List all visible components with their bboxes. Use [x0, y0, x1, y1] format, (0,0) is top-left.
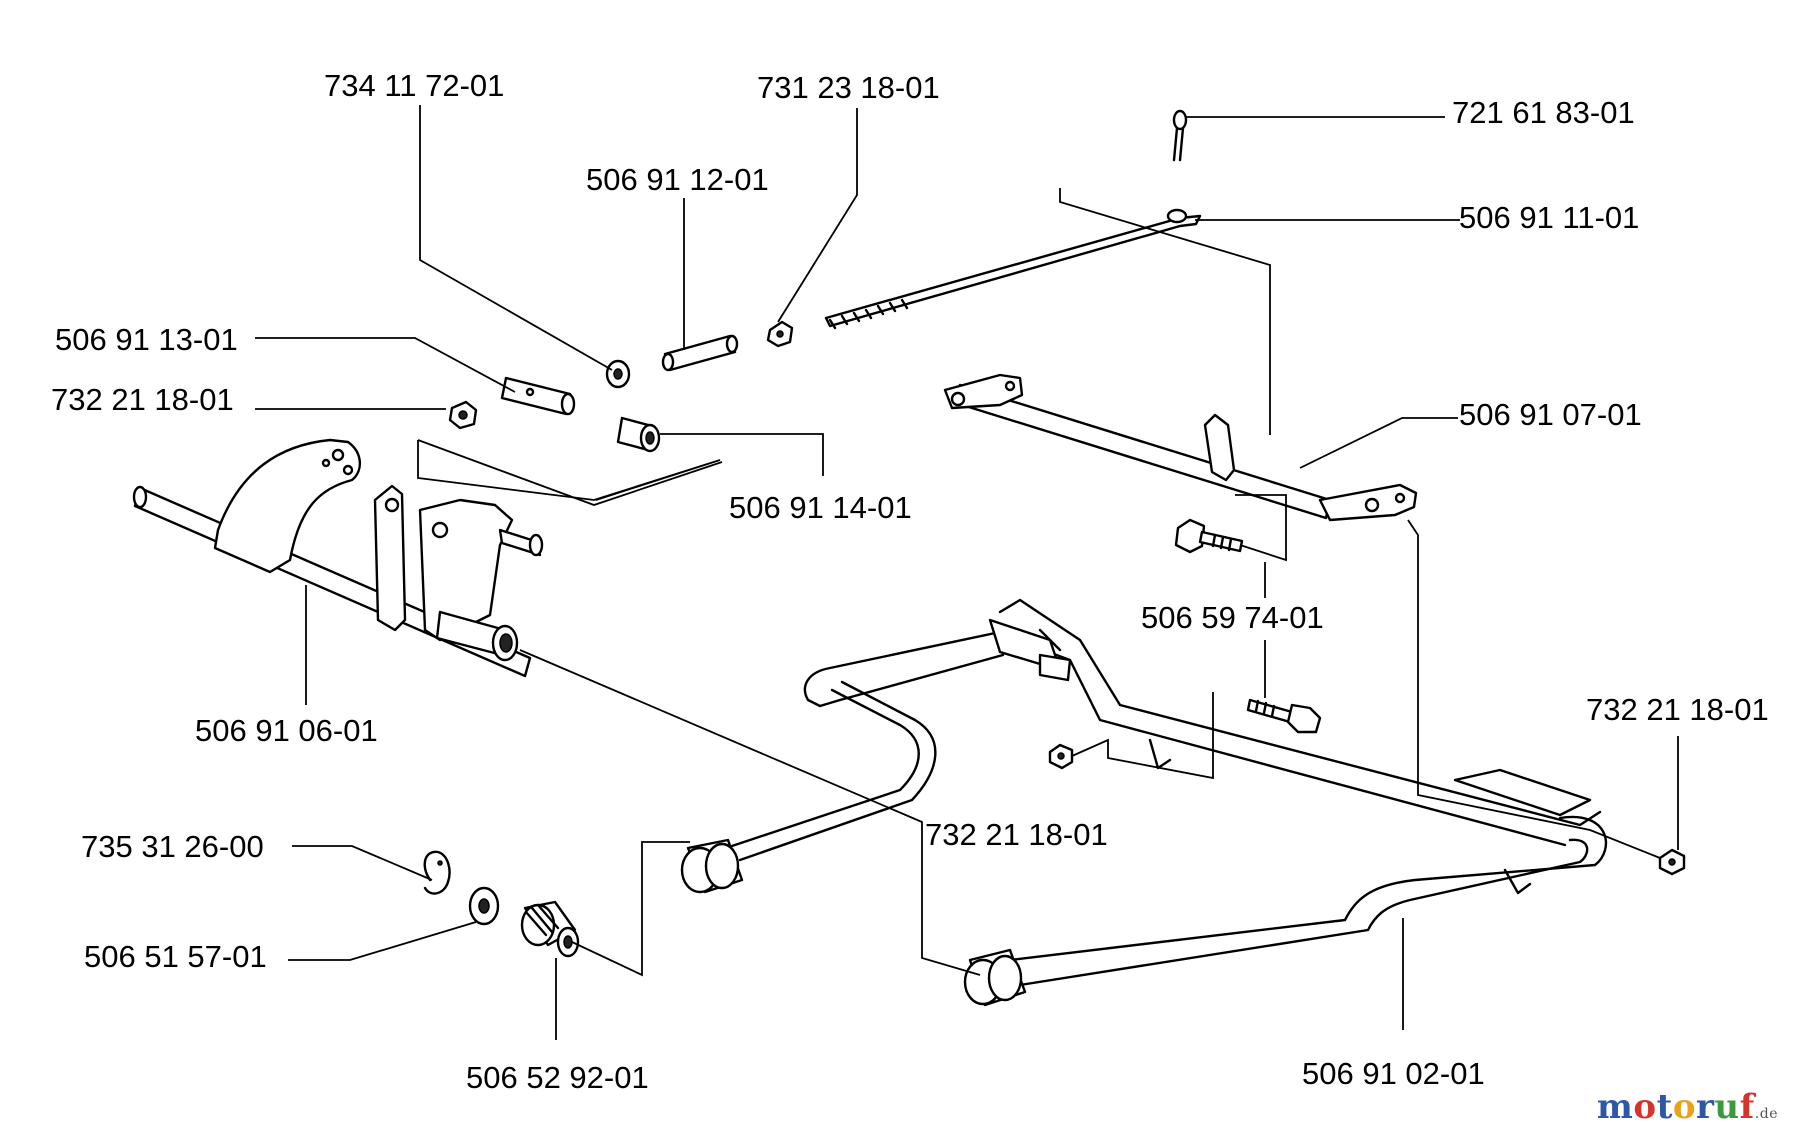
axle-bolt: [1246, 698, 1322, 734]
logo-letter: r: [1696, 1087, 1715, 1127]
part-number-506-91-11-01: 506 91 11-01: [1459, 200, 1639, 235]
logo-letter: m: [1596, 1087, 1634, 1127]
lift-shaft-assembly: [132, 438, 544, 678]
sleeve: [661, 334, 739, 372]
small-nut: [1048, 743, 1074, 770]
part-number-734-11-72-01: 734 11 72-01: [324, 68, 504, 103]
parts-drawing: [132, 109, 1686, 1007]
shoulder-bolt: [1174, 518, 1244, 554]
part-number-731-23-18-01: 731 23 18-01: [757, 70, 940, 105]
pivot-pin: [448, 376, 576, 430]
part-number-506-91-02-01: 506 91 02-01: [1302, 1056, 1485, 1091]
part-number-735-31-26-00: 735 31 26-00: [81, 829, 264, 864]
leader-lines: [255, 105, 1679, 1040]
part-number-721-61-83-01: 721 61 83-01: [1452, 95, 1635, 130]
cotter-pin: [1172, 109, 1188, 162]
part-number-732-21-18-01-middle: 732 21 18-01: [925, 817, 1108, 852]
logo-letter: u: [1714, 1087, 1740, 1127]
part-number-506-91-14-01: 506 91 14-01: [729, 490, 912, 525]
part-number-506-51-57-01: 506 51 57-01: [84, 939, 267, 974]
front-axle-frame: [680, 598, 1608, 1007]
part-number-506-91-13-01: 506 91 13-01: [55, 322, 238, 357]
part-number-506-91-06-01: 506 91 06-01: [195, 713, 378, 748]
part-number-506-59-74-01: 506 59 74-01: [1141, 600, 1324, 635]
lock-nut: [766, 320, 794, 348]
logo-letter: f: [1739, 1087, 1755, 1127]
spacer: [616, 416, 661, 453]
right-bushing: [963, 948, 1027, 1007]
part-number-732-21-18-01-right: 732 21 18-01: [1586, 692, 1769, 727]
logo-letter: o: [1672, 1087, 1696, 1127]
flat-washer: [468, 886, 500, 926]
motoruf-logo: motoruf.de: [1597, 1087, 1778, 1127]
flanged-bushing: [520, 900, 580, 958]
part-labels: 734 11 72-01 731 23 18-01 506 91 12-01 7…: [51, 68, 1769, 1095]
washer: [605, 359, 631, 389]
right-nut: [1658, 848, 1686, 876]
logo-suffix: .de: [1754, 1106, 1778, 1122]
rear-pivot-shaft: [943, 373, 1418, 522]
part-number-732-21-18-01-top: 732 21 18-01: [51, 382, 234, 417]
part-number-506-91-12-01: 506 91 12-01: [586, 162, 769, 197]
circlip: [423, 850, 451, 895]
logo-letter: t: [1656, 1087, 1673, 1127]
left-bushing: [680, 838, 744, 894]
threaded-rod: [824, 208, 1202, 330]
part-number-506-91-07-01: 506 91 07-01: [1459, 397, 1642, 432]
logo-letter: o: [1633, 1087, 1657, 1127]
part-number-506-52-92-01: 506 52 92-01: [466, 1060, 649, 1095]
